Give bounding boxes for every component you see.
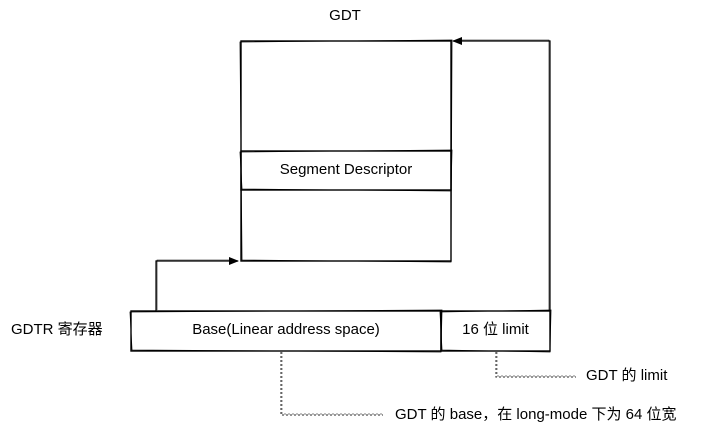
gdtr-base-label: Base(Linear address space)	[192, 321, 380, 338]
gdtr-limit-box	[439, 309, 552, 353]
limit-pointer-arrow	[452, 37, 551, 311]
base-pointer-arrow	[155, 257, 239, 311]
segment-descriptor-label: Segment Descriptor	[279, 161, 413, 178]
limit-note-leader	[495, 352, 576, 378]
gdt-title: GDT	[329, 7, 361, 24]
gdt-segment-descriptor-row	[239, 149, 453, 192]
limit-annotation: GDT 的 limit	[586, 367, 668, 384]
gdtr-register-label: GDTR 寄存器	[11, 321, 103, 338]
base-annotation: GDT 的 base，在 long-mode 下为 64 位宽	[395, 406, 677, 423]
base-note-leader	[280, 352, 383, 416]
gdtr-limit-label: 16 位 limit	[462, 321, 529, 338]
